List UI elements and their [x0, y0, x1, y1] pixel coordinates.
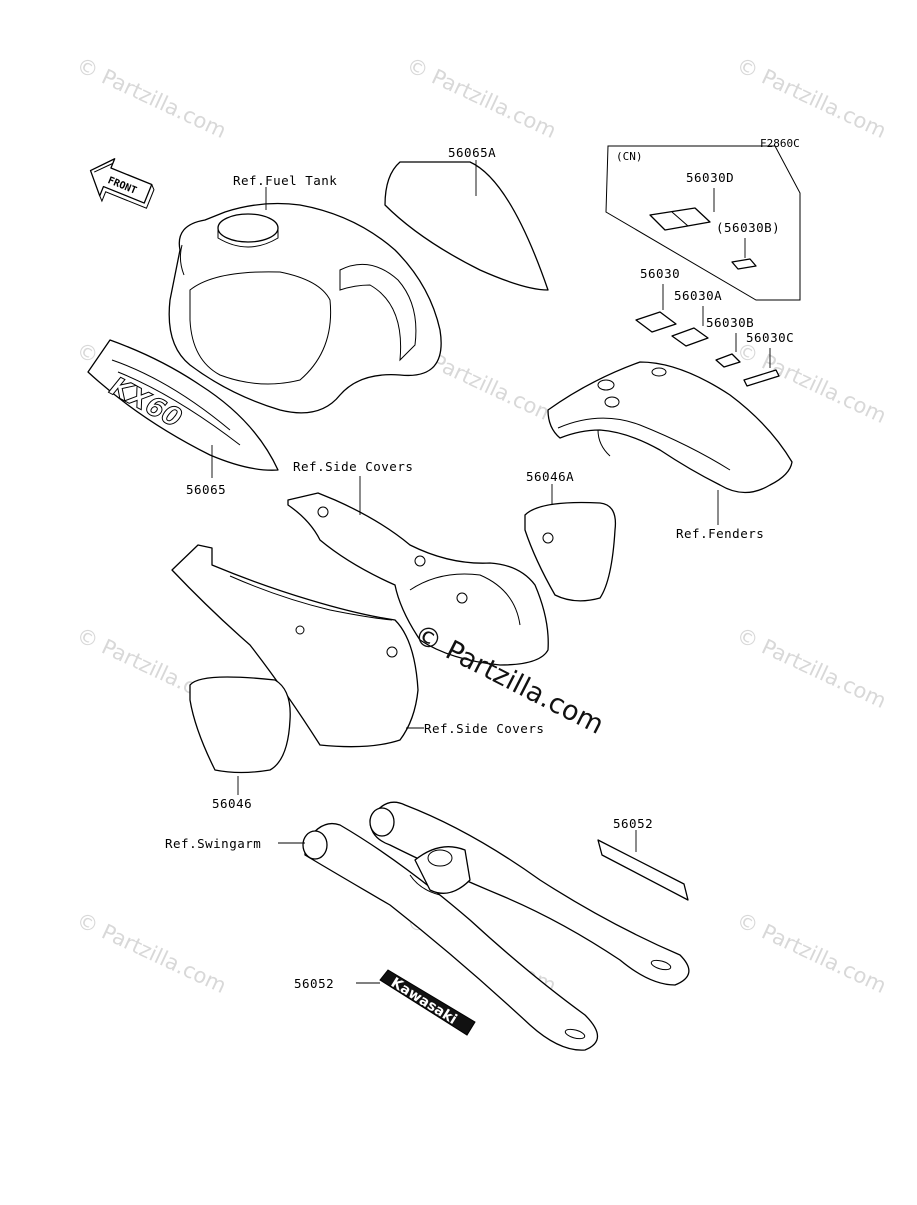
- label-56052-left: 56052: [294, 976, 334, 991]
- label-56030D: 56030D: [686, 170, 734, 185]
- watermark: © Partzilla.com: [73, 53, 230, 143]
- label-56065A: 56065A: [448, 145, 496, 160]
- label-side-covers-lower: Ref.Side Covers: [424, 721, 544, 736]
- side-cover-upper[interactable]: Ref.Side Covers: [287, 459, 549, 666]
- cn-region-box: (CN) 56030D (56030B): [605, 145, 801, 301]
- stickers-56030-series[interactable]: 56030 56030A 56030B 56030C: [635, 266, 794, 387]
- label-56046: 56046: [212, 796, 252, 811]
- side-cover-lower[interactable]: Ref.Side Covers: [171, 544, 544, 748]
- decal-56052-kawasaki[interactable]: Kawasaki 56052: [294, 969, 476, 1036]
- watermark: © Partzilla.com: [403, 53, 560, 143]
- watermark: © Partzilla.com: [733, 53, 890, 143]
- label-56030B: 56030B: [706, 315, 754, 330]
- number-plate-56046A[interactable]: 56046A: [524, 469, 617, 602]
- label-56030C: 56030C: [746, 330, 794, 345]
- label-side-covers-upper: Ref.Side Covers: [293, 459, 413, 474]
- decal-56065A[interactable]: 56065A: [384, 145, 549, 291]
- watermark: © Partzilla.com: [733, 623, 890, 713]
- label-fenders: Ref.Fenders: [676, 526, 764, 541]
- fuel-tank[interactable]: Ref.Fuel Tank: [168, 173, 442, 414]
- swingarm[interactable]: Ref.Swingarm: [165, 801, 690, 1051]
- label-56046A: 56046A: [526, 469, 574, 484]
- watermark: © Partzilla.com: [733, 908, 890, 998]
- decal-56052-stripe[interactable]: 56052: [597, 816, 689, 901]
- front-fender[interactable]: Ref.Fenders: [547, 361, 793, 541]
- label-56052-right: 56052: [613, 816, 653, 831]
- label-56065: 56065: [186, 482, 226, 497]
- label-swingarm: Ref.Swingarm: [165, 836, 261, 851]
- label-56030: 56030: [640, 266, 680, 281]
- decal-kawasaki-graphic: Kawasaki: [388, 975, 460, 1028]
- figure-code: F2860C: [760, 137, 800, 150]
- label-56030B-paren: (56030B): [716, 220, 780, 235]
- number-plate-56046[interactable]: 56046: [189, 676, 291, 811]
- label-fuel-tank: Ref.Fuel Tank: [233, 173, 337, 188]
- front-arrow-icon: FRONT: [89, 158, 155, 209]
- watermark: © Partzilla.com: [73, 908, 230, 998]
- label-cn: (CN): [616, 150, 643, 163]
- label-56030A: 56030A: [674, 288, 722, 303]
